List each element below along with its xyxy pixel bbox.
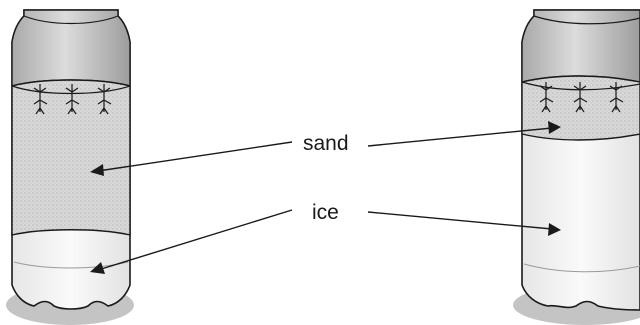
label-ice: ice bbox=[312, 201, 339, 224]
sand-arrow-left bbox=[97, 141, 293, 172]
right-seed-sprouts bbox=[539, 82, 624, 113]
right-bottle-top bbox=[521, 9, 640, 83]
left-seed-sprouts bbox=[33, 84, 112, 115]
ice-arrow-left bbox=[97, 209, 293, 271]
left-bottle bbox=[6, 9, 134, 325]
leader-arrows bbox=[90, 121, 561, 274]
ice-arrow-right bbox=[367, 211, 553, 230]
sand-arrow-right bbox=[367, 127, 553, 147]
left-bottle-top bbox=[11, 9, 131, 87]
right-bottle bbox=[513, 9, 640, 325]
left-sand-layer bbox=[11, 79, 131, 236]
label-sand: sand bbox=[303, 132, 349, 155]
